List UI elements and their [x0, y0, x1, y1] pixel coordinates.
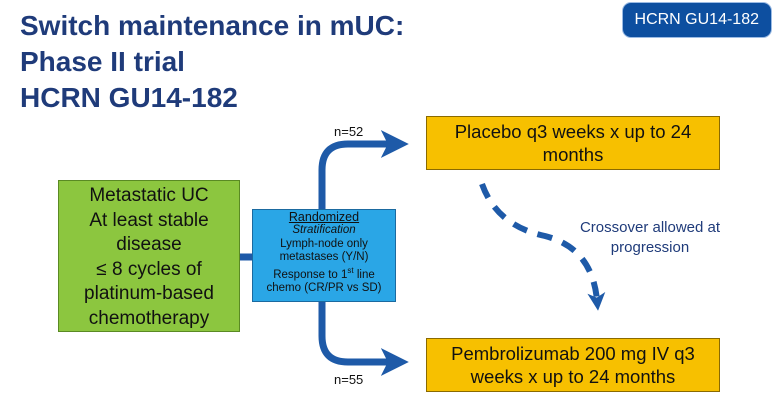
arrow-to-placebo	[318, 130, 409, 209]
stratification-line: chemo (CR/PR vs SD)	[266, 282, 382, 295]
population-line: ≤ 8 cycles of	[96, 258, 202, 280]
crossover-note: Crossover allowed at progression	[579, 219, 721, 256]
population-line: At least stable	[89, 209, 209, 231]
population-line: disease	[116, 234, 182, 255]
pembrolizumab-arm-box: Pembrolizumab 200 mg IV q3 weeks x up to…	[426, 338, 720, 392]
randomization-box: Randomized Stratification Lymph-node onl…	[252, 209, 396, 302]
pembrolizumab-n-label: n=55	[334, 372, 364, 387]
trial-badge: HCRN GU14-182	[621, 2, 772, 38]
stratification-line: metastases (Y/N)	[279, 250, 369, 263]
title-line-2: Phase II trial	[20, 46, 185, 77]
population-line: chemotherapy	[88, 307, 210, 329]
population-box: Metastatic UC At least stable disease ≤ …	[58, 180, 240, 332]
stratification-line: Lymph-node only	[280, 237, 368, 250]
placebo-n-label: n=52	[334, 124, 364, 139]
arrow-to-pembrolizumab	[318, 302, 409, 376]
placebo-arm-box: Placebo q3 weeks x up to 24 months	[426, 116, 720, 170]
title-line-3: HCRN GU14-182	[20, 82, 238, 113]
slide-title: Switch maintenance in mUC: Phase II tria…	[20, 8, 404, 116]
randomized-heading: Randomized	[288, 210, 360, 224]
population-line: platinum-based	[84, 283, 214, 304]
stratification-line: Response to 1st line	[273, 266, 375, 282]
crossover-dashed-arrow	[479, 182, 606, 311]
title-line-1: Switch maintenance in mUC:	[20, 10, 405, 41]
stratification-subheading: Stratification	[292, 224, 356, 237]
population-line: Metastatic UC	[89, 185, 209, 206]
